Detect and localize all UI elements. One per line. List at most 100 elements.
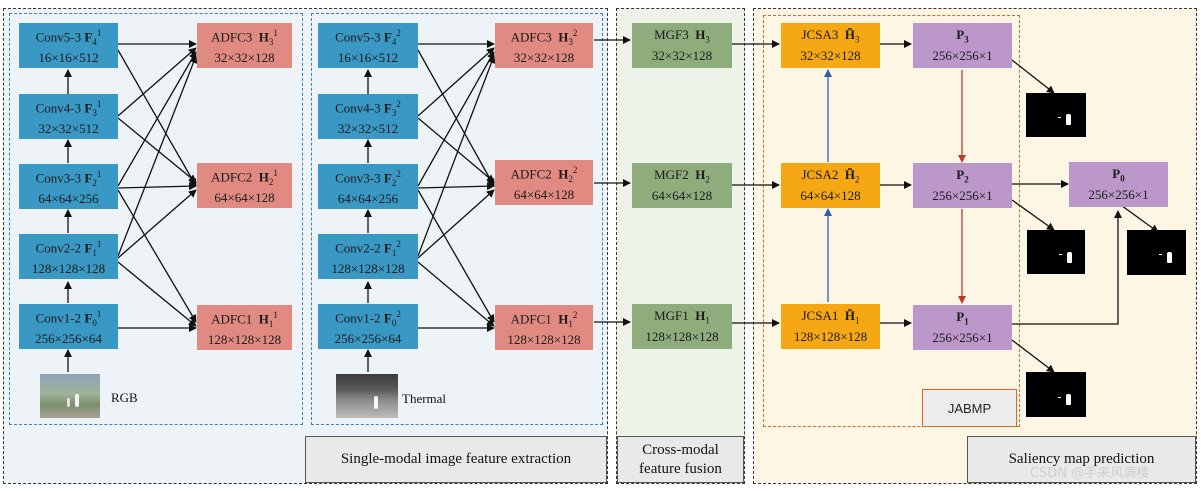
rgb-input-image (40, 374, 100, 418)
thermal-adfc3-symbol: H (558, 29, 569, 45)
jcsa2-block: JCSA2 H̃2 64×64×128 (781, 163, 880, 208)
thermal-conv4-3-name: Conv4-3 (335, 100, 381, 116)
rgb-conv5-3-dims: 16×16×512 (38, 49, 99, 65)
rgb-conv4-3-dims: 32×32×512 (38, 120, 99, 136)
thermal-conv3-3-symbol: F (383, 170, 392, 186)
rgb-adfc1-sup: 1 (273, 310, 278, 321)
mgf1-symbol: H (695, 308, 706, 324)
rgb-person-figure-small (67, 398, 70, 407)
jcsa1-name: JCSA1 (801, 308, 839, 324)
p0-symbol: P (1112, 166, 1121, 182)
p2-symbol: P (956, 167, 965, 183)
caption-cross-modal: Cross-modal feature fusion (617, 436, 744, 483)
thermal-conv4-3-sup: 2 (396, 99, 401, 110)
thermal-conv1-2-name: Conv1-2 (335, 310, 381, 326)
rgb-conv5-3-block: Conv5-3 F41 16×16×512 (19, 23, 118, 68)
rgb-conv3-3-sup: 1 (96, 169, 102, 180)
thermal-adfc1-symbol: H (558, 311, 569, 327)
rgb-adfc1-sub: 1 (268, 318, 274, 329)
thermal-conv1-2-block: Conv1-2 F02 256×256×64 (318, 304, 418, 349)
rgb-conv2-2-dims: 128×128×128 (31, 260, 106, 276)
thermal-conv4-3-dims: 32×32×512 (337, 120, 399, 136)
rgb-adfc3-name: ADFC3 (211, 29, 253, 45)
rgb-conv5-3-symbol: F (84, 29, 93, 45)
mgf2-symbol: H (695, 167, 706, 183)
jcsa3-block: JCSA3 H̃3 32×32×128 (781, 23, 880, 68)
rgb-conv3-3-sub: 2 (92, 177, 97, 188)
mgf3-block: MGF3 H3 32×32×128 (632, 23, 732, 68)
rgb-adfc2-name: ADFC2 (211, 169, 253, 185)
rgb-conv2-2-name: Conv2-2 (35, 240, 82, 256)
rgb-branch-region (9, 13, 303, 425)
rgb-adfc3-block: ADFC3 H31 32×32×128 (197, 23, 292, 68)
thermal-adfc2-block: ADFC2 H22 64×64×128 (495, 160, 593, 205)
thermal-adfc3-sup: 2 (572, 28, 578, 39)
rgb-adfc3-dims: 32×32×128 (214, 49, 275, 65)
saliency-figure (1066, 394, 1071, 405)
thermal-branch-region (311, 13, 603, 425)
thermal-adfc1-sub: 1 (568, 318, 573, 329)
jcsa3-name: JCSA3 (801, 27, 839, 43)
thermal-conv4-3-block: Conv4-3 F32 32×32×512 (318, 94, 418, 139)
thermal-adfc2-sub: 2 (568, 173, 573, 184)
saliency-dot (1058, 397, 1061, 398)
p2-block: P2 256×256×1 (913, 163, 1012, 208)
mgf3-symbol: H (695, 27, 706, 43)
rgb-conv1-2-sup: 1 (96, 309, 102, 320)
saliency-figure (1066, 114, 1071, 125)
jcsa3-sub: 3 (854, 34, 860, 45)
watermark-text: CSDN @手来风满楼 (1030, 466, 1150, 481)
jcsa1-dims: 128×128×128 (793, 328, 868, 344)
rgb-conv2-2-sub: 1 (92, 247, 97, 258)
mgf1-sub: 1 (705, 315, 710, 326)
rgb-adfc2-sub: 2 (268, 176, 274, 187)
mgf2-dims: 64×64×128 (651, 187, 713, 203)
rgb-person-figure (75, 394, 79, 407)
p0-dims: 256×256×1 (1088, 186, 1149, 202)
thermal-conv2-2-sub: 1 (391, 247, 397, 258)
rgb-conv2-2-symbol: F (84, 240, 93, 256)
rgb-conv3-3-dims: 64×64×256 (38, 190, 99, 206)
thermal-adfc3-dims: 32×32×128 (513, 49, 575, 65)
rgb-adfc1-block: ADFC1 H11 128×128×128 (197, 305, 292, 350)
rgb-conv1-2-name: Conv1-2 (35, 310, 82, 326)
mgf2-sub: 2 (705, 174, 710, 185)
p3-dims: 256×256×1 (932, 47, 993, 63)
cross-modal-panel (616, 8, 745, 484)
thermal-conv5-3-block: Conv5-3 F42 16×16×512 (318, 23, 418, 68)
thermal-input-image (336, 374, 398, 418)
thermal-conv5-3-name: Conv5-3 (335, 29, 381, 45)
rgb-adfc2-symbol: H (258, 169, 269, 185)
thermal-adfc1-dims: 128×128×128 (507, 331, 581, 347)
rgb-conv1-2-symbol: F (84, 310, 93, 326)
thermal-conv5-3-symbol: F (383, 29, 392, 45)
saliency-map-p0 (1127, 230, 1186, 275)
thermal-adfc1-sup: 2 (572, 310, 578, 321)
thermal-person-figure (374, 396, 378, 409)
jcsa2-sub: 2 (854, 174, 860, 185)
rgb-conv3-3-block: Conv3-3 F21 64×64×256 (19, 164, 118, 209)
thermal-conv2-2-sup: 2 (396, 239, 401, 250)
rgb-conv1-2-dims: 256×256×64 (35, 330, 102, 346)
thermal-conv5-3-dims: 16×16×512 (337, 49, 399, 65)
saliency-dot (1059, 254, 1062, 255)
rgb-conv5-3-sup: 1 (96, 28, 102, 39)
p1-symbol: P (956, 309, 965, 325)
rgb-conv5-3-name: Conv5-3 (35, 29, 82, 45)
thermal-conv3-3-dims: 64×64×256 (337, 190, 399, 206)
mgf3-dims: 32×32×128 (651, 47, 713, 63)
rgb-conv3-3-name: Conv3-3 (35, 170, 82, 186)
thermal-conv1-2-dims: 256×256×64 (334, 330, 402, 346)
rgb-conv2-2-block: Conv2-2 F11 128×128×128 (19, 234, 118, 279)
saliency-map-p1 (1026, 372, 1086, 417)
rgb-adfc1-symbol: H (258, 311, 269, 327)
rgb-conv4-3-name: Conv4-3 (35, 100, 82, 116)
thermal-adfc1-name: ADFC1 (510, 311, 552, 327)
p2-sub: 2 (964, 174, 969, 185)
jcsa2-name: JCSA2 (801, 167, 839, 183)
rgb-conv4-3-symbol: F (84, 100, 93, 116)
thermal-conv4-3-symbol: F (383, 100, 392, 116)
thermal-input-label: Thermal (402, 391, 447, 406)
caption-cross-modal-line2: feature fusion (639, 460, 722, 477)
